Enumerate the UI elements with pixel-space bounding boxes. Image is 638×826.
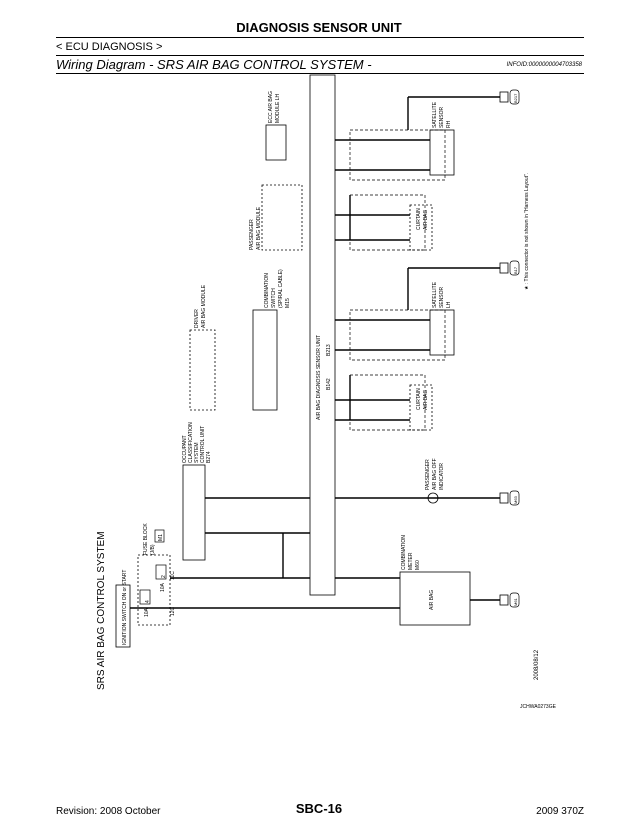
conn-m63-label: M63: [513, 495, 518, 504]
pass-airbag-label-2: AIR BAG MODULE: [256, 206, 262, 250]
ground-wires: [407, 96, 500, 310]
occupant-label-4: CONTROL UNIT: [200, 426, 206, 463]
conn-m61-label: M61: [513, 597, 518, 606]
passenger-airbag-box: [261, 184, 303, 251]
curtain-lh-box: [409, 384, 433, 431]
curtain-rh-box: [409, 204, 433, 251]
diagram-date: 2008/08/12: [534, 649, 540, 680]
page-header-title: DIAGNOSIS SENSOR UNIT: [236, 20, 402, 35]
sat-rh-label-3: RH: [446, 120, 452, 128]
conn-b217-label: B217: [513, 93, 518, 103]
fuse-right-conn: 11C: [170, 571, 176, 580]
pass-ind-label-2: AIR BAG OFF: [432, 458, 438, 490]
fuse-right-amp: 10A: [160, 582, 166, 592]
sat-lh-label-1: SATELLITE: [432, 281, 438, 308]
occupant-label-3: SYSTEM: [194, 442, 200, 463]
occupant-label-2: CLASSIFICATION: [188, 422, 194, 463]
pass-indicator-lamp: [427, 492, 439, 504]
sensor-unit-label: AIR BAG DIAGNOSIS SENSOR UNIT: [316, 335, 322, 420]
sensor-unit-conn-2: B213: [326, 344, 332, 356]
combination-meter-box: [399, 571, 471, 626]
ecc-airbag-label-2: MODULE LH: [275, 93, 281, 123]
shield-wires: [349, 129, 446, 431]
curtain-lh-label-2: AIR BAG: [423, 390, 429, 410]
pass-ind-label-1: PASSENGER: [425, 459, 431, 490]
image-code: JCHWA0273GE: [520, 704, 557, 710]
combo-switch-label-2: SWITCH: [271, 288, 277, 308]
sat-lh-label-2: SENSOR: [439, 286, 445, 308]
pass-ind-label-3: INDICATOR: [439, 463, 445, 490]
fuse-left-num: 4: [145, 600, 151, 603]
combo-switch-label-4: M15: [285, 298, 291, 308]
sat-lh-label-3: LH: [446, 301, 452, 308]
ignition-switch-label: IGNITION SWITCH ON or START: [122, 570, 128, 645]
right-connectors: [499, 89, 520, 608]
meter-label-2: METER: [408, 552, 414, 570]
combo-switch-label-3: (SPIRAL CABLE): [278, 269, 284, 308]
info-id: INFOID:0000000004703358: [506, 62, 582, 68]
meter-airbag-label: AIR BAG: [429, 590, 435, 610]
occupant-label-5: B274: [206, 451, 212, 463]
curtain-lh-label-1: CURTAIN: [416, 388, 422, 410]
section-rule: [56, 55, 584, 56]
driver-airbag-label-2: AIR BAG MODULE: [201, 284, 207, 328]
ecc-airbag-label-1: ECC AIR BAG: [268, 91, 274, 123]
breadcrumb[interactable]: < ECU DIAGNOSIS >: [56, 41, 163, 53]
combination-switch-box: [252, 309, 278, 411]
fuse-block-label-2: (J/B): [150, 544, 156, 555]
fuse-block-label-1: FUSE BLOCK: [143, 523, 149, 555]
fuse-block-conn-label: M1: [158, 534, 164, 541]
system-label: SRS AIR BAG CONTROL SYSTEM: [96, 531, 107, 690]
header-rule: [56, 37, 584, 38]
sensor-unit-conn-1: B142: [326, 378, 332, 390]
satellite-rh-box: [429, 129, 455, 176]
sat-rh-label-2: SENSOR: [439, 106, 445, 128]
connector-footnote: ★ : This connector is not shown in "Harn…: [524, 173, 530, 290]
sat-rh-label-1: SATELLITE: [432, 101, 438, 128]
fuse-left-conn: 12C: [170, 606, 176, 616]
sensor-wires: [335, 139, 430, 421]
occupant-box: [182, 464, 206, 561]
meter-label-1: COMBINATION: [401, 535, 407, 570]
revision-label: Revision: 2008 October: [56, 806, 161, 817]
main-wires: [130, 497, 500, 609]
fuse-left: [139, 589, 151, 605]
wiring-diagram-title: Wiring Diagram - SRS AIR BAG CONTROL SYS…: [56, 57, 372, 72]
ecc-airbag-box: [265, 124, 287, 161]
fuse-left-amp: 10A: [144, 607, 150, 617]
fuse-block-connector: [154, 529, 165, 543]
fuse-block-box: [137, 554, 171, 626]
sensor-unit-box: [309, 74, 336, 596]
occupant-label-1: OCCUPANT: [182, 435, 188, 463]
conn-b17-label: B17: [513, 266, 518, 274]
driver-airbag-label-1: DRIVER: [194, 309, 200, 328]
curtain-rh-label-1: CURTAIN: [416, 208, 422, 230]
driver-airbag-box: [189, 329, 216, 411]
meter-label-3: M60: [415, 560, 421, 570]
curtain-rh-label-2: AIR BAG: [423, 210, 429, 230]
combo-switch-label-1: COMBINATION: [264, 273, 270, 308]
page-number: SBC-16: [295, 801, 343, 816]
ignition-switch-box: [115, 584, 131, 648]
pass-airbag-label-1: PASSENGER: [249, 219, 255, 250]
model-label: 2009 370Z: [536, 806, 584, 817]
fuse-right-num: 2: [161, 575, 167, 578]
title-rule: [56, 73, 584, 74]
satellite-lh-box: [429, 309, 455, 356]
fuse-right: [155, 564, 167, 580]
